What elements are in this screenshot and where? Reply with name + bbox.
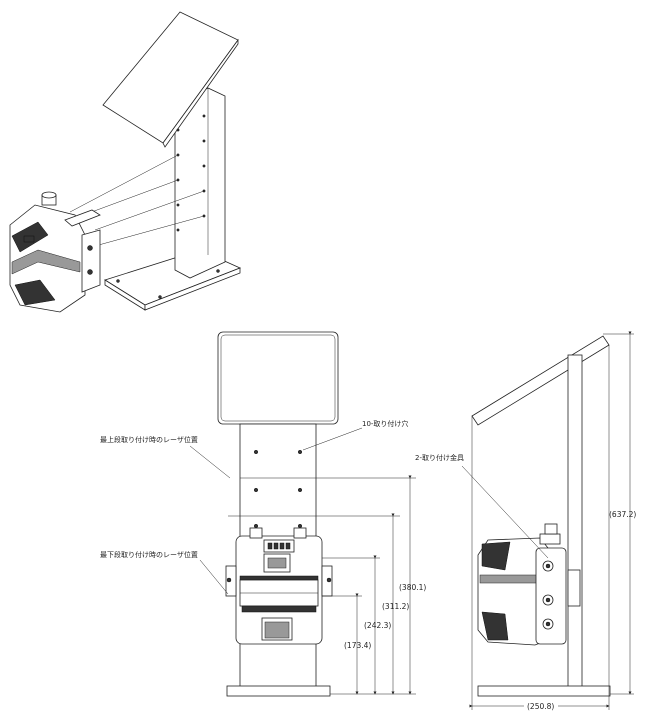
dim-637: (637.2) (609, 510, 636, 519)
dim-173: (173.4) (344, 641, 371, 650)
dim-311: (311.2) (382, 602, 409, 611)
side-laser-scanner (477, 523, 581, 646)
isometric-view (9, 11, 242, 313)
side-view: 2-取り付け金具 (637.2) (250.8) (415, 331, 636, 711)
front-laser-scanner (225, 527, 333, 645)
dim-380: (380.1) (399, 583, 426, 592)
label-mounting-holes: 10-取り付け穴 (362, 419, 408, 428)
front-top-plate (217, 331, 339, 425)
dim-242: (242.3) (364, 621, 391, 630)
dim-250: (250.8) (527, 702, 554, 711)
side-base (477, 685, 611, 697)
label-brackets: 2-取り付け金具 (415, 453, 464, 462)
side-top-plate (471, 335, 610, 426)
front-mounting-holes (253, 449, 303, 529)
label-bottom-laser: 最下段取り付け時のレーザ位置 (100, 550, 198, 559)
front-dimensions (355, 475, 412, 695)
side-pillar (567, 354, 583, 689)
label-top-laser: 最上段取り付け時のレーザ位置 (100, 435, 198, 444)
iso-laser-scanner (9, 191, 101, 313)
front-view: (380.1) (311.2) (242.3) (173.4) 10-取り付け穴… (100, 331, 426, 697)
front-base (226, 685, 331, 697)
